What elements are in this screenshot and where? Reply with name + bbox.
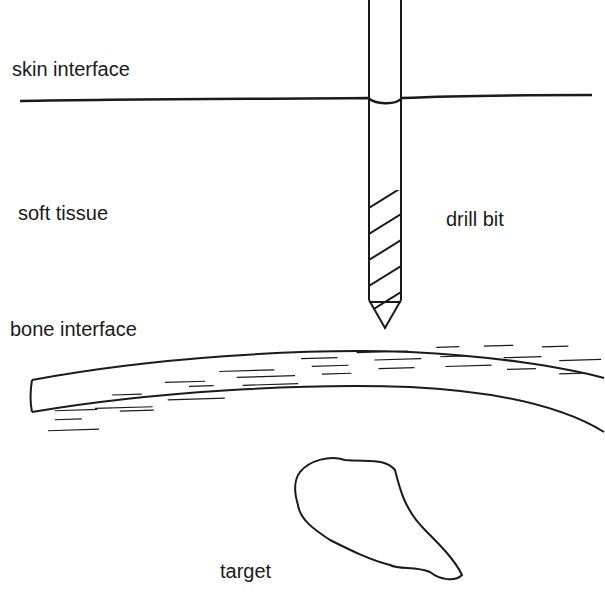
bone-texture <box>559 359 601 360</box>
bone-texture <box>312 365 349 366</box>
bone-texture <box>219 370 274 372</box>
skin-line <box>20 95 592 103</box>
bone-texture <box>559 373 583 375</box>
bone-shape <box>31 345 605 432</box>
bone-texture <box>484 345 513 347</box>
bone-texture <box>165 381 205 382</box>
bone-texture <box>95 407 153 409</box>
bone-texture <box>322 373 351 375</box>
bone-texture <box>243 384 298 386</box>
bone-texture <box>504 357 542 358</box>
bone-texture <box>48 429 99 431</box>
bone-texture <box>440 355 467 357</box>
flute-line <box>369 214 401 234</box>
flute-line <box>369 318 401 338</box>
bone-texture <box>112 394 142 396</box>
bone-texture <box>445 365 491 366</box>
bone-texture <box>237 376 295 378</box>
flute-line <box>369 266 401 286</box>
drill-label: drill bit <box>446 208 504 230</box>
tissue-label: soft tissue <box>18 202 108 224</box>
drill-bit-shape <box>369 0 401 338</box>
bone-texture <box>507 368 536 370</box>
bone-texture <box>55 409 97 410</box>
bone-texture <box>168 398 225 400</box>
bone-texture <box>301 358 337 359</box>
flute-line <box>369 188 401 208</box>
bone-texture <box>357 351 408 353</box>
bone-texture <box>378 368 414 369</box>
bone-texture <box>374 359 421 360</box>
flute-line <box>369 240 401 260</box>
target-shape <box>295 458 462 579</box>
bone-texture <box>436 346 459 348</box>
target-label: target <box>220 560 271 582</box>
bone-texture <box>542 345 568 347</box>
flute-line <box>369 292 401 312</box>
bone-texture <box>189 385 214 387</box>
skin-label: skin interface <box>12 58 130 80</box>
bone-texture <box>55 418 82 420</box>
bone-texture <box>120 410 154 411</box>
bone-label: bone interface <box>10 318 137 340</box>
